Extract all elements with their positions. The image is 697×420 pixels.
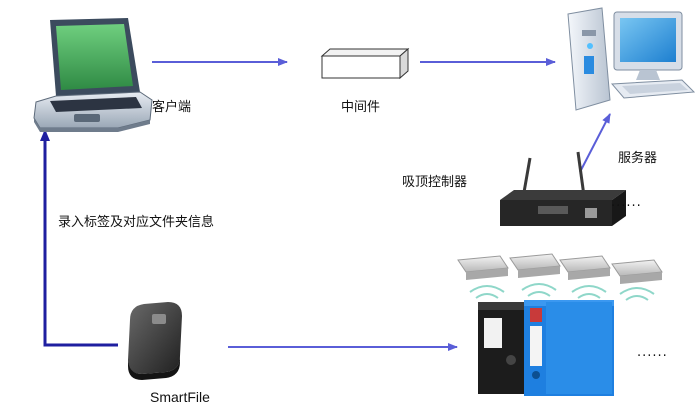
rfid-tags (457, 253, 663, 301)
smartfile-label: SmartFile (150, 389, 210, 405)
arrow-smartfile-to-client (40, 129, 118, 347)
server-label: 服务器 (618, 151, 658, 166)
smartfile-device-icon (128, 302, 182, 380)
ellipsis-top: ...... (611, 195, 642, 210)
server-computer-icon (567, 7, 696, 111)
ceiling-reader-icon (500, 151, 626, 226)
rfid-tag-3 (559, 255, 611, 280)
upload-edge-label: 录入标签及对应文件夹信息 (58, 215, 215, 230)
client-label: 客户端 (152, 100, 192, 115)
middleware-box-icon (320, 47, 410, 80)
arrow-reader-to-server (579, 113, 611, 173)
reader-label: 吸顶控制器 (402, 175, 468, 190)
rfid-tag-4 (611, 259, 663, 284)
ellipsis-bottom: ...... (637, 345, 668, 360)
rfid-signal-waves (469, 283, 655, 301)
rfid-tag-2 (509, 253, 561, 278)
binders-icon (478, 300, 614, 396)
rfid-tag-1 (457, 255, 509, 280)
laptop-icon (33, 18, 153, 132)
middleware-label: 中间件 (341, 100, 381, 115)
